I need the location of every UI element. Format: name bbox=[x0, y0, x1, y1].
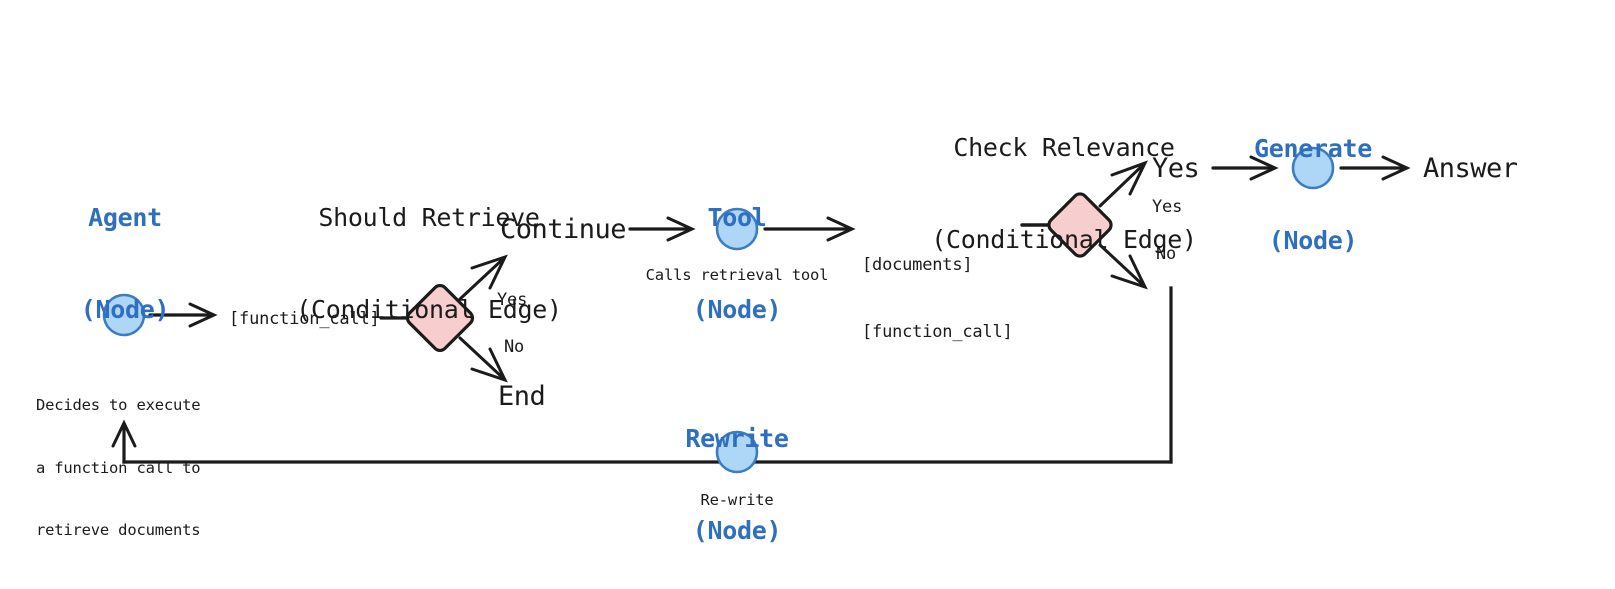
should-retrieve-edge-title: Should Retrieve (Conditional Edge) bbox=[296, 142, 562, 356]
rewrite-node-title: Rewrite (Node) bbox=[685, 363, 789, 577]
agent-node-title-line1: Agent bbox=[88, 203, 162, 232]
agent-node-title-line2: (Node) bbox=[80, 294, 170, 324]
should-retrieve-yes-label: Yes bbox=[497, 290, 528, 310]
check-relevance-edge-title: Check Relevance (Conditional Edge) bbox=[931, 72, 1197, 286]
tool-node-title-line1: Tool bbox=[707, 203, 767, 232]
should-retrieve-title-line1: Should Retrieve bbox=[318, 203, 540, 232]
generate-node-title: Generate (Node) bbox=[1254, 73, 1372, 287]
should-retrieve-decision-diamond[interactable] bbox=[405, 283, 476, 354]
agent-node-note: Decides to execute a function call to re… bbox=[36, 353, 201, 562]
should-retrieve-yes-arrow bbox=[458, 254, 508, 301]
check-relevance-no-arrow bbox=[1098, 243, 1148, 290]
should-retrieve-title-line2: (Conditional Edge) bbox=[296, 294, 562, 324]
rewrite-node-title-line1: Rewrite bbox=[685, 424, 789, 453]
tool-out-edge-label-line1: [documents] bbox=[862, 254, 973, 275]
rewrite-feedback-loop-path bbox=[122, 286, 1173, 464]
check-relevance-title-line1: Check Relevance bbox=[953, 133, 1175, 162]
continue-to-tool-arrow bbox=[628, 216, 696, 242]
check-relevance-no-label: No bbox=[1156, 244, 1177, 264]
tool-node-title: Tool (Node) bbox=[693, 142, 782, 356]
generate-node-title-line2: (Node) bbox=[1268, 225, 1358, 255]
continue-terminal-label: Continue bbox=[500, 214, 627, 245]
rewrite-node-circle[interactable] bbox=[715, 430, 759, 474]
rewrite-node-note: Re-write bbox=[700, 491, 774, 509]
should-retrieve-no-arrow bbox=[458, 336, 508, 383]
check-relevance-decision-diamond[interactable] bbox=[1046, 191, 1114, 259]
agent-node-circle[interactable] bbox=[102, 293, 146, 337]
tool-node-note: Calls retrieval tool bbox=[645, 266, 829, 284]
agent-note-line-1: Decides to execute bbox=[36, 395, 201, 414]
feedback-loop-arrowhead bbox=[111, 419, 137, 448]
tool-node-circle[interactable] bbox=[715, 207, 759, 251]
check-relevance-title-line2: (Conditional Edge) bbox=[931, 224, 1197, 254]
check-relevance-yes-arrow bbox=[1098, 160, 1148, 208]
agent-to-function-call-arrow bbox=[148, 302, 218, 328]
tool-node-title-line2: (Node) bbox=[692, 294, 782, 324]
generate-to-answer-arrow bbox=[1339, 155, 1411, 181]
rewrite-node-title-line2: (Node) bbox=[692, 515, 782, 545]
tool-out-edge-label-line2: [function_call] bbox=[862, 322, 1013, 343]
answer-terminal-label: Answer bbox=[1423, 153, 1518, 184]
agent-node-title: Agent (Node) bbox=[81, 142, 170, 356]
tool-to-documents-arrow bbox=[763, 216, 856, 242]
agent-note-line-3: retireve documents bbox=[36, 521, 201, 540]
yes-to-generate-arrow bbox=[1211, 155, 1279, 181]
agent-out-edge-label: [function_call] bbox=[229, 309, 380, 329]
check-relevance-yes-label: Yes bbox=[1152, 197, 1183, 217]
yes-terminal-label: Yes bbox=[1152, 153, 1200, 184]
end-terminal-label: End bbox=[498, 381, 546, 412]
generate-node-circle[interactable] bbox=[1291, 146, 1335, 190]
agent-note-line-2: a function call to bbox=[36, 458, 201, 477]
generate-node-title-line1: Generate bbox=[1253, 134, 1373, 163]
tool-out-edge-label: [documents] [function_call] bbox=[862, 209, 1013, 366]
should-retrieve-no-label: No bbox=[504, 337, 525, 357]
